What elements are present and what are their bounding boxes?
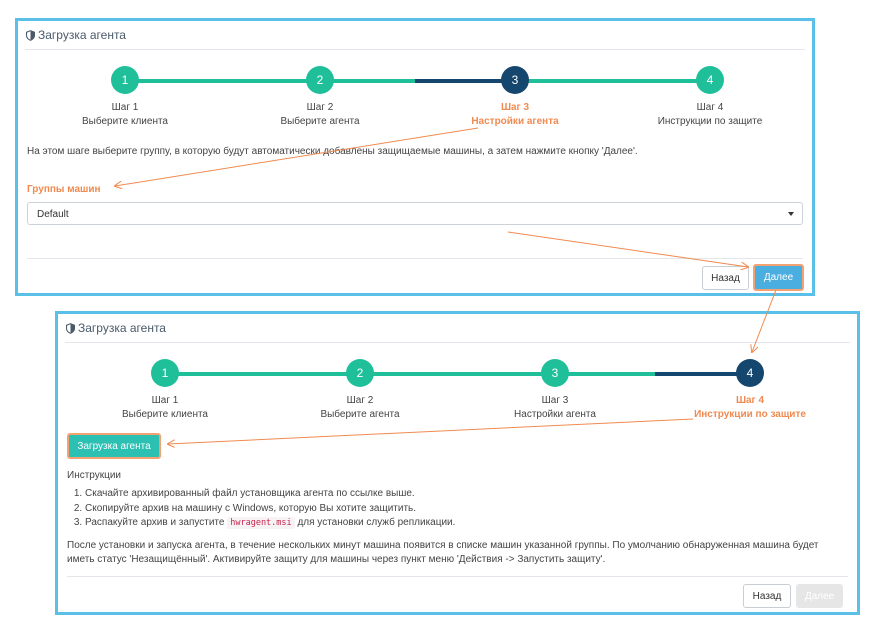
next-button[interactable]: Далее [753,264,804,291]
next-button-disabled[interactable]: Далее [796,584,843,608]
step-track-active [415,79,515,83]
step-3-circle[interactable]: 3 [501,66,529,94]
machine-group-select[interactable]: Default [27,202,803,225]
step-track-active [655,372,750,376]
step-2-circle[interactable]: 2 [346,359,374,387]
step-1-circle[interactable]: 1 [111,66,139,94]
instructions-list: Скачайте архивированный файл установщика… [67,487,455,531]
machine-groups-label: Группы машин [27,184,101,195]
panel-title: Загрузка агента [38,28,126,42]
caret-down-icon [788,212,794,216]
shield-icon [66,322,75,334]
instruction-item: Распакуйте архив и запустите hwragent.ms… [85,516,455,531]
step-1-circle[interactable]: 1 [151,359,179,387]
header-divider [65,342,850,343]
instructions-title: Инструкции [67,470,122,481]
post-install-text: После установки и запуска агента, в тече… [67,540,819,565]
step-2-circle[interactable]: 2 [306,66,334,94]
shield-icon [26,29,35,41]
agent-filename: hwragent.msi [227,517,295,529]
download-agent-button[interactable]: Загрузка агента [67,433,161,459]
step-track-done [165,372,655,376]
step-3-circle[interactable]: 3 [541,359,569,387]
panel-header: Загрузка агента [66,321,166,335]
step-description: На этом шаге выберите группу, в которую … [27,146,638,157]
back-button[interactable]: Назад [702,266,749,290]
footer-divider [27,258,803,259]
instruction-item: Скачайте архивированный файл установщика… [85,487,455,502]
panel-header: Загрузка агента [26,28,126,42]
panel-title: Загрузка агента [78,321,166,335]
header-divider [25,49,805,50]
step-track-pending [515,79,710,83]
footer-divider [67,576,848,577]
machine-group-value: Default [37,209,69,220]
step-4-circle[interactable]: 4 [736,359,764,387]
back-button[interactable]: Назад [743,584,791,608]
instruction-item: Скопируйте архив на машину с Windows, ко… [85,502,455,517]
step-4-circle[interactable]: 4 [696,66,724,94]
